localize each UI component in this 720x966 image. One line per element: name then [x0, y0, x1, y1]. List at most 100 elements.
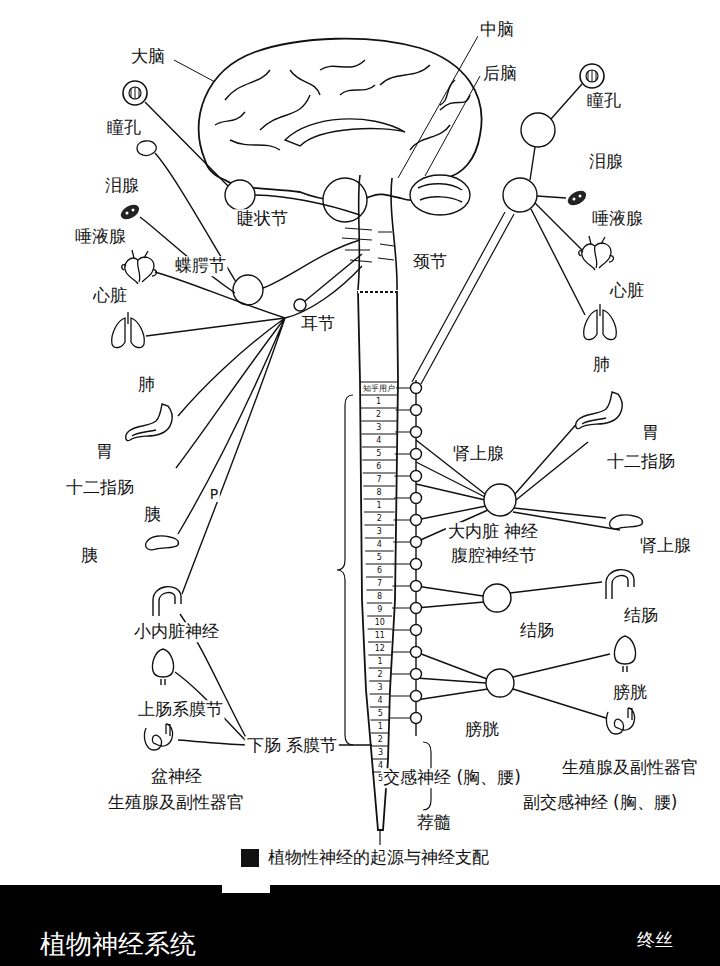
- segment-number: 3: [377, 749, 384, 757]
- segment-number: 6: [376, 567, 383, 575]
- segment-number: 4: [377, 697, 384, 705]
- line-art: [123, 81, 147, 105]
- part-label: 后脑: [481, 64, 519, 84]
- line-art: [483, 584, 511, 612]
- line-art: [145, 102, 360, 215]
- part-label: 唾液腺: [590, 209, 645, 229]
- line-art: [411, 405, 422, 416]
- segment-number: 3: [375, 424, 382, 432]
- part-label: 胰: [142, 505, 163, 525]
- line-art: [411, 493, 422, 504]
- segment-number: 7: [376, 580, 383, 588]
- line-art: [118, 202, 141, 222]
- line-art: [579, 236, 614, 270]
- segment-number: 5: [377, 775, 384, 783]
- line-art: [580, 64, 604, 88]
- line-art: [606, 570, 634, 599]
- line-art: [486, 669, 514, 697]
- line-art: [411, 559, 422, 570]
- part-label: 生殖腺及副性器官: [560, 758, 700, 778]
- part-label: 心脏: [91, 286, 129, 306]
- part-label: 交感神经 (胸、腰): [381, 768, 523, 788]
- part-label: 终丝: [635, 930, 675, 951]
- line-art: [412, 212, 514, 384]
- part-label: 膀胱: [611, 683, 649, 703]
- line-art: [614, 636, 635, 672]
- line-art: [360, 291, 396, 292]
- line-art: [411, 691, 422, 702]
- part-label: 肾上腺: [451, 442, 506, 464]
- part-label: 颈节: [411, 252, 449, 272]
- line-art: [140, 153, 360, 293]
- part-label: 唾液腺: [73, 227, 128, 247]
- line-art: [411, 713, 422, 724]
- part-label: 盆神经: [149, 767, 204, 787]
- segment-number: 7: [375, 476, 382, 484]
- line-art: [484, 484, 516, 516]
- line-art: [174, 36, 480, 178]
- line-art: [513, 420, 620, 530]
- part-label: 肺: [136, 375, 157, 395]
- line-art: [411, 647, 422, 658]
- segment-number: 1: [376, 658, 383, 666]
- line-art: [390, 388, 410, 718]
- line-art: [323, 178, 367, 222]
- part-label: 十二指肠: [605, 452, 677, 472]
- part-label: P: [208, 486, 220, 502]
- line-art: [411, 603, 422, 614]
- line-art: [416, 586, 484, 608]
- part-label: 腹腔神经节: [449, 546, 538, 566]
- line-art: [294, 299, 306, 311]
- line-art: [411, 581, 422, 592]
- part-label: 副交感神经 (胸、腰): [521, 793, 680, 813]
- part-label: 胰: [79, 546, 100, 566]
- part-label: 膀胱: [463, 718, 501, 740]
- line-art: [285, 119, 405, 146]
- segment-number: 5: [376, 554, 383, 562]
- part-label: 心脏: [608, 281, 646, 301]
- segment-number: 12: [374, 645, 386, 653]
- segment-number: 5: [375, 450, 382, 458]
- segment-number: 1: [376, 502, 383, 510]
- part-label: 睫状节: [235, 209, 290, 229]
- line-art: [521, 113, 555, 147]
- part-label: 中脑: [478, 20, 516, 40]
- part-label: 肺: [591, 355, 612, 375]
- line-art: [152, 649, 173, 685]
- line-art: [416, 652, 488, 700]
- line-art: [241, 849, 259, 867]
- line-art: [411, 625, 422, 636]
- line-art: [584, 304, 617, 340]
- segment-number: 11: [374, 632, 386, 640]
- part-label: 大脑: [129, 47, 167, 67]
- line-art: [418, 184, 462, 202]
- segment-number: 4: [377, 762, 384, 770]
- line-art: [576, 392, 622, 429]
- part-label: 小内脏神经: [132, 622, 221, 642]
- segment-number: 2: [375, 411, 382, 419]
- segment-number: 4: [376, 541, 383, 549]
- line-art: [410, 175, 470, 215]
- segment-number: 3: [377, 684, 384, 692]
- part-label: 荐髓: [415, 813, 453, 833]
- part-label: 十二指肠: [64, 478, 136, 498]
- line-art: [305, 254, 362, 301]
- line-art: [411, 537, 422, 548]
- part-label: 胃: [94, 442, 115, 462]
- part-label: 泪腺: [587, 152, 625, 172]
- line-art: [513, 654, 610, 718]
- segment-number: 9: [376, 606, 383, 614]
- part-label: 泪腺: [103, 176, 141, 196]
- segment-number: 8: [376, 593, 383, 601]
- segment-number: 2: [377, 736, 384, 744]
- line-art: [358, 292, 398, 830]
- part-label: 结肠: [518, 621, 556, 641]
- line-art: [146, 536, 179, 550]
- line-art: [411, 449, 422, 460]
- line-art: [358, 291, 397, 294]
- line-art: [411, 383, 422, 394]
- line-art: [565, 188, 588, 208]
- part-label: 耳节: [299, 314, 337, 334]
- line-art: [0, 885, 720, 966]
- line-art: [342, 228, 394, 262]
